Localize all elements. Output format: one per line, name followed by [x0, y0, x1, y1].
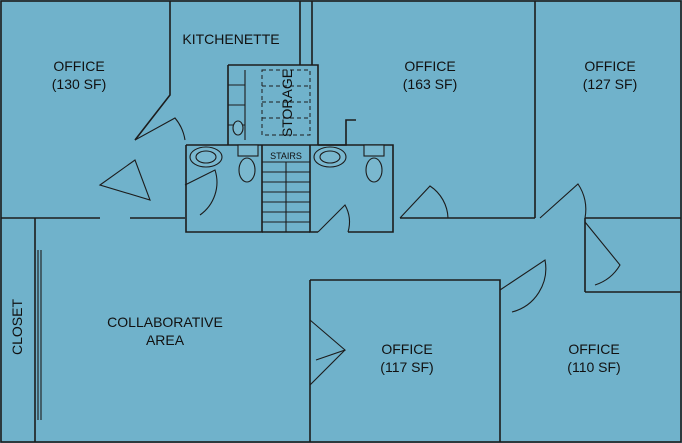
- toilet-icon: [238, 157, 256, 183]
- toilet-icon: [232, 120, 244, 136]
- label-office-top-middle-area: (163 SF): [403, 76, 457, 92]
- restroom-core: [185, 144, 394, 233]
- label-closet: CLOSET: [9, 299, 25, 355]
- label-office-bottom-middle-area: (117 SF): [380, 359, 433, 375]
- label-office-top-left-area: (130 SF): [52, 76, 106, 92]
- corridor: [34, 218, 681, 442]
- storage-closet: [261, 69, 311, 136]
- toilet-icon: [365, 157, 383, 183]
- label-office-top-left: OFFICE: [53, 58, 104, 74]
- label-storage: STORAGE: [279, 69, 295, 137]
- label-collaborative-area-1: COLLABORATIVE: [107, 314, 223, 330]
- label-office-top-right: OFFICE: [584, 58, 635, 74]
- kitchenette-area[interactable]: [227, 1, 319, 145]
- label-office-top-right-area: (127 SF): [583, 76, 637, 92]
- label-kitchenette: KITCHENETTE: [182, 31, 279, 47]
- office-top-middle[interactable]: [318, 1, 536, 219]
- label-office-bottom-right-area: (110 SF): [567, 359, 620, 375]
- label-office-bottom-right: OFFICE: [568, 341, 619, 357]
- label-office-top-middle: OFFICE: [404, 58, 455, 74]
- label-collaborative-area-2: AREA: [146, 332, 185, 348]
- closet-wall: [37, 250, 42, 420]
- label-stairs: STAIRS: [270, 151, 302, 161]
- stairs-icon: [262, 161, 310, 232]
- door-swing-icon: [98, 117, 621, 386]
- office-top-left[interactable]: [1, 1, 185, 219]
- label-office-bottom-middle: OFFICE: [381, 341, 432, 357]
